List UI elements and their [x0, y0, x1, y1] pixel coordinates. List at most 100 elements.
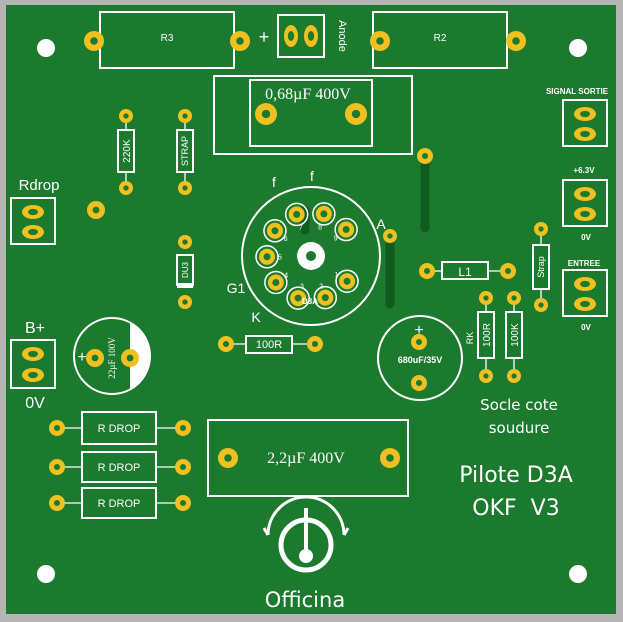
power-63-pad-2-hole	[580, 210, 590, 218]
label-r2: R2	[434, 33, 447, 44]
via-pad-left-hole	[92, 206, 100, 214]
label-plus-63: +6.3V	[573, 166, 595, 175]
rdrop-connector-outline	[10, 197, 56, 245]
tube-pin-3	[286, 286, 310, 310]
strap2-pad-top-hole	[538, 226, 544, 232]
tube-pin-ring	[286, 286, 310, 310]
du3-pad-bottom-hole	[182, 299, 188, 305]
tube-pin-1	[335, 269, 359, 293]
r-100k-pad-bottom-hole	[511, 373, 517, 379]
label-tube-d3a: D3A	[302, 297, 318, 306]
r2-pad-left-hole	[376, 37, 384, 45]
r-220k-pad-bottom-hole	[123, 185, 129, 191]
r-100k-pad-top-hole	[511, 295, 517, 301]
mount-hole-bottom-right	[569, 565, 587, 583]
copper-traces	[300, 155, 430, 309]
officina-logo-icon	[262, 495, 350, 573]
tube-pin-ring	[284, 202, 309, 227]
l1-pad-right-hole	[504, 267, 512, 275]
rdrop1-pad-left-hole	[53, 424, 61, 432]
cap-068-inner	[249, 79, 373, 147]
label-f-right: f	[310, 168, 314, 184]
tube-pin-hole	[272, 278, 280, 286]
label-r-100k: 100K	[510, 323, 521, 347]
bplus-connector-outline	[10, 339, 56, 389]
r3-pad-right-hole	[236, 37, 244, 45]
tube-pin-ring	[264, 270, 288, 295]
label-anode: Anode	[336, 20, 348, 52]
tube-pin-hole	[271, 227, 279, 235]
label-signal-sortie: SIGNAL SORTIE	[546, 87, 609, 96]
tube-pin-number: 9	[334, 235, 338, 242]
tube-pin-ring	[255, 245, 279, 269]
mount-hole-top-right	[569, 39, 587, 57]
r-100r-pad-left-hole	[222, 340, 230, 348]
cap-680-outline	[377, 315, 463, 401]
rdrop2-pad-right-hole	[179, 463, 187, 471]
bplus-conn-pad-1-hole	[28, 350, 38, 358]
via-pad-a-hole	[387, 233, 393, 239]
tube-pin-hole	[343, 277, 351, 285]
r-220k-pad-top-hole	[123, 113, 129, 119]
mount-hole-top-left	[37, 39, 55, 57]
rk-pad-top-hole	[483, 295, 489, 301]
label-pin-a: A	[376, 216, 386, 232]
label-r3: R3	[161, 33, 174, 44]
label-f-left: f	[272, 174, 276, 190]
power-63-outline	[562, 179, 608, 227]
label-anode-plus: +	[259, 27, 270, 47]
tube-pin-number: 7	[299, 225, 303, 232]
cap-22-pad-right-hole	[126, 354, 134, 362]
rk-pad-bottom-hole	[483, 373, 489, 379]
label-rk: RK	[465, 332, 475, 345]
cap-680-pad-top-hole	[415, 338, 423, 346]
cap-068-pad-right-hole	[351, 109, 361, 119]
label-b-plus: B+	[25, 320, 45, 337]
tube-pin-number: 4	[284, 273, 288, 280]
rdrop2-pad-left-hole	[53, 463, 61, 471]
label-cap-22: 22µF 100V	[107, 337, 117, 379]
tube-pin-ring	[334, 217, 358, 242]
label-entree: ENTREE	[568, 259, 601, 268]
label-rdrop: Rdrop	[19, 177, 60, 194]
rdrop1-pad-right-hole	[179, 424, 187, 432]
du3-band	[177, 283, 193, 288]
solder-pads	[22, 25, 596, 511]
cap-22-pad-left-hole	[91, 354, 99, 362]
tube-pin-hole	[320, 210, 328, 218]
strap-pad-top-hole	[182, 113, 188, 119]
label-g1: G1	[227, 280, 246, 296]
strap-pad-bottom-hole	[182, 185, 188, 191]
entree-pad-1-hole	[580, 280, 590, 288]
label-strap: STRAP	[180, 136, 190, 166]
tube-pin-number: 5	[278, 255, 282, 262]
cap-068-pad-left-hole	[261, 109, 271, 119]
label-cap-068: 0,68µF 400V	[265, 86, 351, 103]
label-okf-v3: OKF V3	[472, 496, 559, 521]
anode-pad-2-hole	[307, 31, 315, 41]
tube-pin-hole	[342, 226, 350, 234]
cap-22-400-pad-left-hole	[224, 454, 232, 462]
signal-sortie-pad-1-hole	[580, 110, 590, 118]
r3-pad-left-hole	[90, 37, 98, 45]
rdrop3-pad-right-hole	[179, 499, 187, 507]
label-r-220k: 220K	[122, 139, 133, 163]
tube-socket-center-mark	[306, 251, 316, 261]
label-zero-entree: 0V	[581, 323, 591, 332]
tube-pin-7	[284, 202, 309, 227]
cap-22-400-pad-right-hole	[386, 454, 394, 462]
tube-pin-number: 3	[300, 284, 304, 291]
tube-pin-ring	[313, 285, 338, 310]
tube-pin-6	[263, 219, 287, 243]
label-rdrop1: R DROP	[98, 423, 141, 435]
label-pilote-d3a: Pilote D3A	[459, 463, 573, 488]
label-zero-63: 0V	[581, 233, 591, 242]
entree-outline	[562, 269, 608, 317]
tube-pin-hole	[321, 294, 329, 302]
cap-680-pad-bottom-hole	[415, 379, 423, 387]
tube-pin-9	[334, 217, 358, 242]
tube-pin-number: 6	[284, 236, 288, 243]
